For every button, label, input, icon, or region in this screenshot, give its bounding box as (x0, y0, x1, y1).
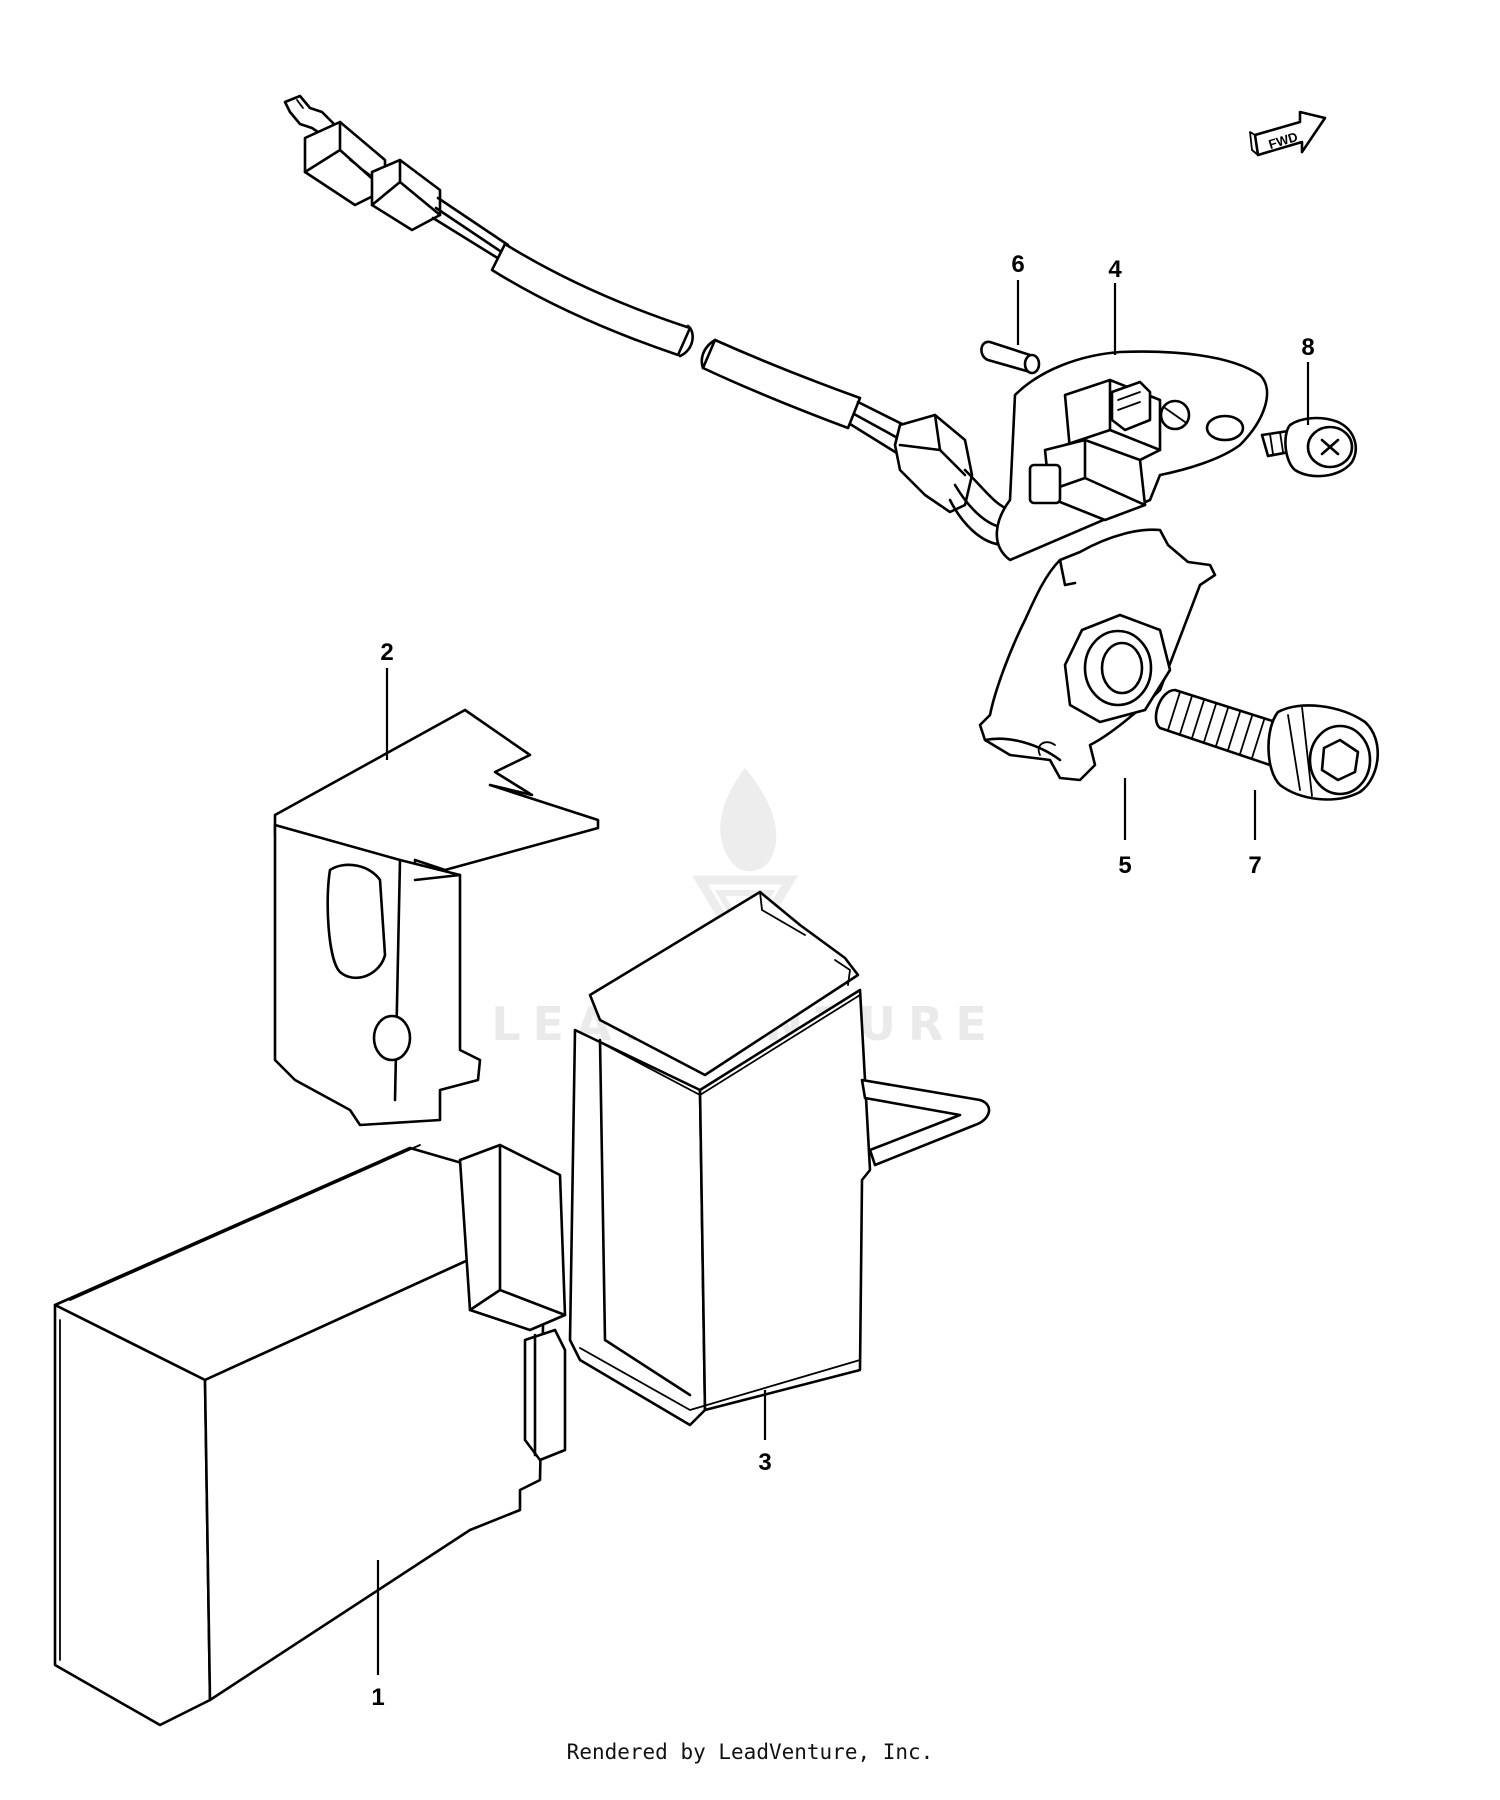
callout-4: 4 (1108, 256, 1122, 283)
callout-5: 5 (1118, 852, 1131, 879)
callout-labels: 1 2 3 4 5 6 7 8 (371, 251, 1314, 1711)
leader-lines (376, 280, 1310, 1675)
part-5-signal-rotor (978, 528, 1217, 782)
part-3-cover (568, 890, 991, 1427)
callout-7: 7 (1248, 852, 1261, 879)
callout-2: 2 (380, 639, 393, 666)
part-1-ignitor (53, 1143, 567, 1727)
part-2-bracket (273, 708, 600, 1127)
callout-8: 8 (1301, 334, 1314, 361)
callout-6: 6 (1011, 251, 1024, 278)
part-6-pin (980, 340, 1041, 375)
callout-3: 3 (758, 1449, 771, 1476)
part-8-screw (1260, 416, 1357, 478)
rendered-by-footer: Rendered by LeadVenture, Inc. (566, 1740, 934, 1764)
fwd-arrow-icon: FWD (1249, 110, 1327, 157)
part-4-pickup-coil (995, 350, 1269, 562)
part-7-bolt (1154, 688, 1379, 801)
wiring-harness (283, 94, 1014, 547)
callout-1: 1 (371, 1684, 384, 1711)
